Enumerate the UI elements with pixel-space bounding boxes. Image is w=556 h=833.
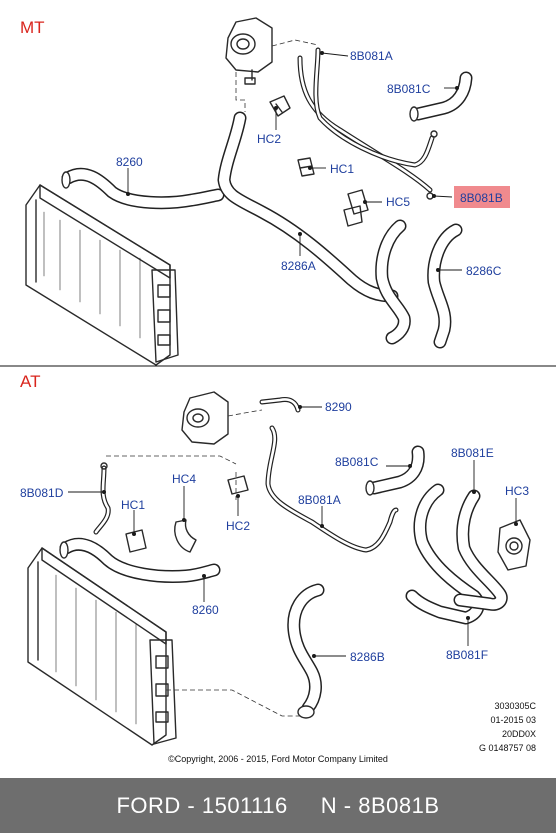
meta-code-4: G 0148757 08 (479, 743, 536, 753)
clip-hc2-at (227, 475, 249, 495)
clip-hc2-mt (269, 95, 291, 117)
label-8b081e-at: 8B081E (451, 446, 494, 460)
label-hc4-at: HC4 (172, 472, 196, 486)
section-title-at: AT (20, 372, 40, 391)
expansion-tank-at (181, 391, 229, 445)
label-8286a-mt: 8286A (281, 259, 316, 273)
hose-8260-at (59, 537, 221, 583)
hose-8286b-at (287, 583, 325, 719)
label-8b081a-mt: 8B081A (350, 49, 393, 63)
section-title-mt: MT (20, 18, 45, 37)
cooling-system-diagram: MT (0, 17, 556, 764)
hose-8b081e-at (405, 483, 508, 625)
label-hc1-at: HC1 (121, 498, 145, 512)
meta-code-3: 20DD0X (502, 729, 536, 739)
label-8b081d-at: 8B081D (20, 486, 64, 500)
footer-spacer (288, 793, 321, 819)
leaders-at (68, 405, 518, 658)
copyright-text: ©Copyright, 2006 - 2015, Ford Motor Comp… (168, 754, 388, 764)
label-hc3-at: HC3 (505, 484, 529, 498)
pipe-8b081-mt (297, 47, 438, 200)
hose-8260-mt (61, 167, 225, 210)
label-hc2-at: HC2 (226, 519, 250, 533)
clip-hc5-mt (343, 189, 369, 227)
label-hc5-mt: HC5 (386, 195, 410, 209)
pipe-8b081d-at (93, 462, 111, 535)
hose-8b081c-at (365, 445, 425, 496)
footer-brand-part: FORD - 1501116 (116, 792, 288, 818)
meta-code-1: 3030305C (494, 701, 536, 711)
label-8260-mt: 8260 (116, 155, 143, 169)
pipe-8290-at (259, 397, 301, 413)
radiator-mt (25, 184, 179, 366)
label-8b081b-mt: 8B081B (460, 191, 503, 205)
label-8286b-at: 8286B (350, 650, 385, 664)
footer-n-part: N - 8B081B (320, 792, 440, 818)
part-number-footer: FORD - 1501116 N - 8B081B (0, 778, 556, 833)
radiator-at (27, 547, 177, 746)
label-hc2-mt: HC2 (257, 132, 281, 146)
label-8b081a-at: 8B081A (298, 493, 341, 507)
label-8b081f-at: 8B081F (446, 648, 488, 662)
hose-center-mt (375, 219, 411, 345)
hose-8b081c-mt (409, 71, 473, 122)
clip-hc4-at (174, 519, 197, 553)
pipe-8b081a-at (265, 425, 399, 553)
hose-8286a-mt (217, 111, 399, 303)
highlight-8b081b (454, 186, 510, 208)
label-8b081c-mt: 8B081C (387, 82, 431, 96)
leaders-mt (126, 51, 462, 272)
label-8286c-mt: 8286C (466, 264, 502, 278)
meta-code-2: 01-2015 03 (490, 715, 536, 725)
label-8260-at: 8260 (192, 603, 219, 617)
label-8290-at: 8290 (325, 400, 352, 414)
clip-hc1-at (125, 529, 147, 553)
label-hc1-mt: HC1 (330, 162, 354, 176)
hose-8286c-mt (427, 223, 463, 349)
thermostat-housing-hc3-at (497, 519, 531, 571)
label-8b081c-at: 8B081C (335, 455, 379, 469)
expansion-tank-mt (225, 17, 273, 85)
